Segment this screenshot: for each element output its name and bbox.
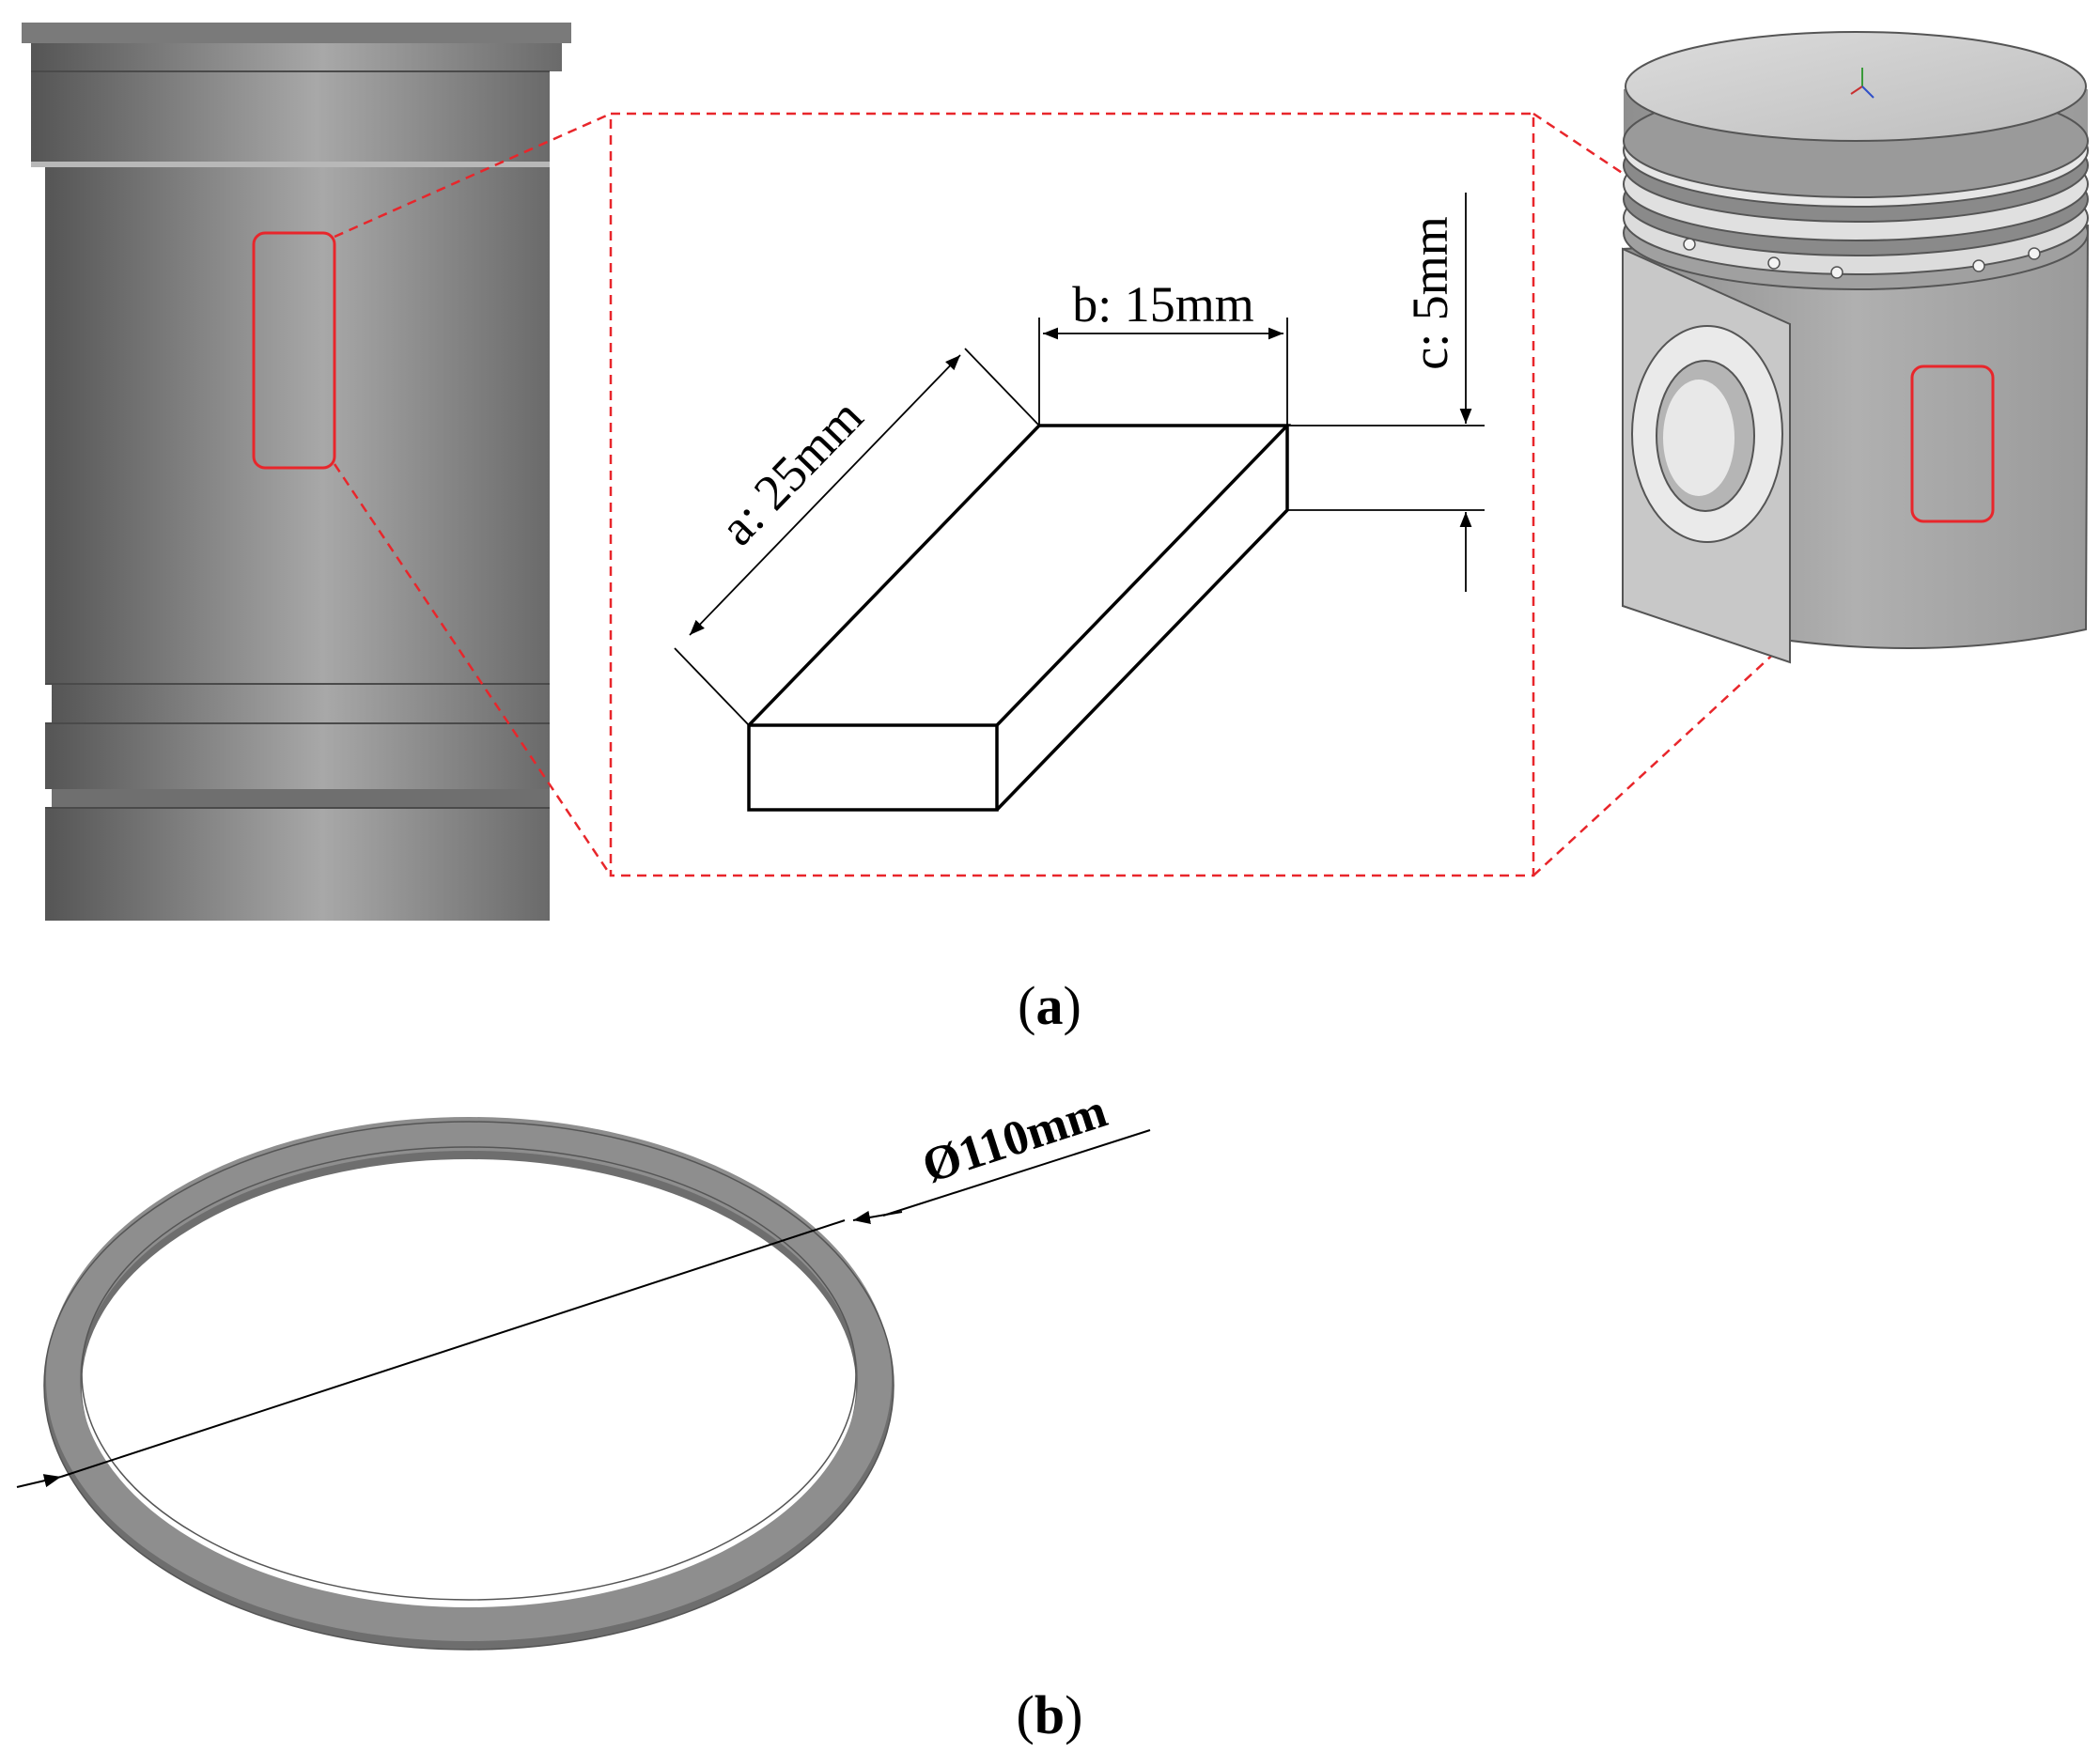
axis-triad-icon <box>1850 68 1874 99</box>
zoom-lines-left <box>333 112 613 876</box>
specimen-block <box>747 424 1292 812</box>
dimension-b-label: b: 15mm <box>1072 276 1254 333</box>
cylinder-liner <box>22 23 571 921</box>
diameter-dimension <box>16 1129 1151 1488</box>
caption-b: (b) <box>1017 1684 1083 1745</box>
dimension-c-label: c: 5mm <box>1402 216 1458 369</box>
piston-oil-holes <box>1683 238 2041 279</box>
piston-ring <box>43 1117 894 1651</box>
panel-b: Ø110mm (b) <box>16 1084 1151 1745</box>
diameter-label: Ø110mm <box>916 1084 1113 1194</box>
piston <box>1622 31 2090 664</box>
liner-sample-highlight <box>252 231 336 470</box>
piston-pin-boss <box>1631 325 1783 543</box>
dimension-b <box>1038 318 1288 426</box>
panel-a: a: 25mm b: 15mm c: 5mm <box>22 23 2090 1036</box>
detail-box <box>609 112 1535 877</box>
dimension-c <box>1287 193 1485 592</box>
dimension-a <box>674 348 1040 726</box>
caption-a: (a) <box>1018 975 1081 1036</box>
piston-sample-highlight <box>1910 364 1995 523</box>
